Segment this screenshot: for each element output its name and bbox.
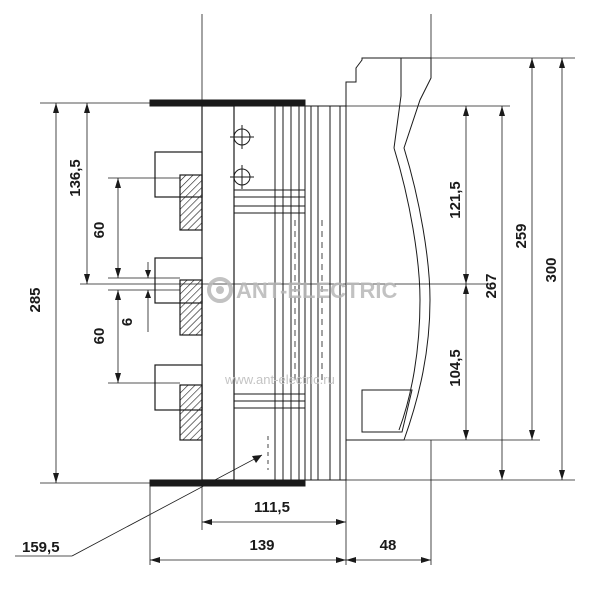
dim-label-60-lower: 60: [91, 328, 108, 345]
dim-label-136-5: 136,5: [67, 159, 84, 197]
watermark-logo: ANT-ELECTRIC: [207, 277, 397, 303]
rails: [234, 189, 305, 409]
dimension-60-upper: [108, 177, 180, 278]
dimension-48: [346, 557, 431, 563]
watermark-gear-icon: [207, 277, 233, 303]
terminal-upper: [154, 151, 203, 231]
dim-label-300: 300: [543, 257, 560, 282]
dim-label-48: 48: [380, 537, 397, 554]
dimension-6: [108, 262, 180, 332]
dim-label-6: 6: [119, 318, 136, 326]
leader-159-5: [15, 454, 263, 557]
dimension-300: [559, 58, 565, 480]
top-plate: [149, 99, 306, 107]
screw-top-icon: [230, 125, 254, 149]
watermark-brand: ANT-ELECTRIC: [236, 278, 397, 303]
cover-profile: [345, 57, 432, 480]
terminal-middle: [154, 257, 203, 336]
screw-bottom-icon: [230, 165, 254, 189]
watermark-url: www.ant-electric.ru: [224, 372, 335, 387]
dim-label-104-5: 104,5: [447, 349, 464, 387]
dimension-121-5: [463, 106, 469, 284]
dimension-139: [150, 557, 346, 563]
dim-label-60-upper: 60: [91, 222, 108, 239]
bottom-plate: [149, 479, 306, 487]
dimension-111-5: [202, 519, 346, 525]
dimension-136-5: [84, 103, 90, 284]
dim-label-159-5: 159,5: [22, 539, 60, 556]
dimension-267: [499, 106, 505, 480]
dim-label-285: 285: [27, 287, 44, 312]
dim-label-259: 259: [513, 223, 530, 248]
dim-label-111-5: 111,5: [254, 499, 290, 516]
terminal-lower: [154, 364, 203, 441]
dim-label-121-5: 121,5: [447, 181, 464, 219]
dim-label-139: 139: [249, 537, 274, 554]
dimension-285: [40, 102, 150, 484]
dimension-259: [529, 58, 535, 440]
dimension-104-5: [463, 284, 469, 440]
dimension-60-lower: [108, 290, 180, 384]
dim-label-267: 267: [483, 273, 500, 298]
